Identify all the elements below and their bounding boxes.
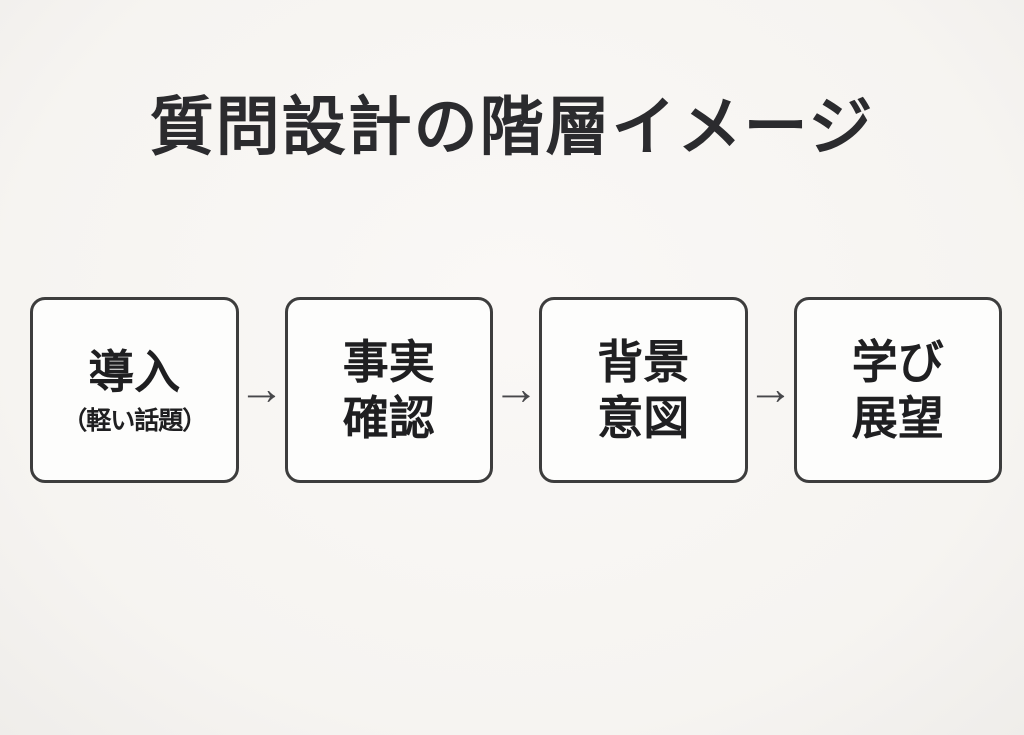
step-label: 意図 — [597, 392, 690, 444]
step-label: 展望 — [851, 392, 944, 444]
step-label: 学び — [851, 335, 944, 388]
right-arrow-icon: → — [747, 362, 794, 414]
flow-step-learning-outlook: 学び 展望 — [793, 297, 1002, 483]
page-title: 質問設計の階層イメージ — [149, 91, 875, 163]
step-label: 導入 — [88, 345, 181, 398]
right-arrow-icon: → — [493, 362, 539, 414]
flow-step-fact-check: 事実 確認 — [284, 297, 493, 483]
step-sublabel: （軽い話題） — [62, 406, 207, 435]
flow-step-intro: 導入 （軽い話題） — [30, 297, 239, 483]
step-label: 背景 — [597, 335, 690, 388]
flow-diagram: 導入 （軽い話題） → 事実 確認 → 背景 意図 → 学び 展望 — [30, 297, 1002, 483]
right-arrow-icon: → — [238, 362, 285, 414]
step-label: 事実 — [342, 335, 435, 388]
step-label: 確認 — [342, 392, 435, 444]
flow-step-background-intent: 背景 意図 — [539, 297, 748, 483]
